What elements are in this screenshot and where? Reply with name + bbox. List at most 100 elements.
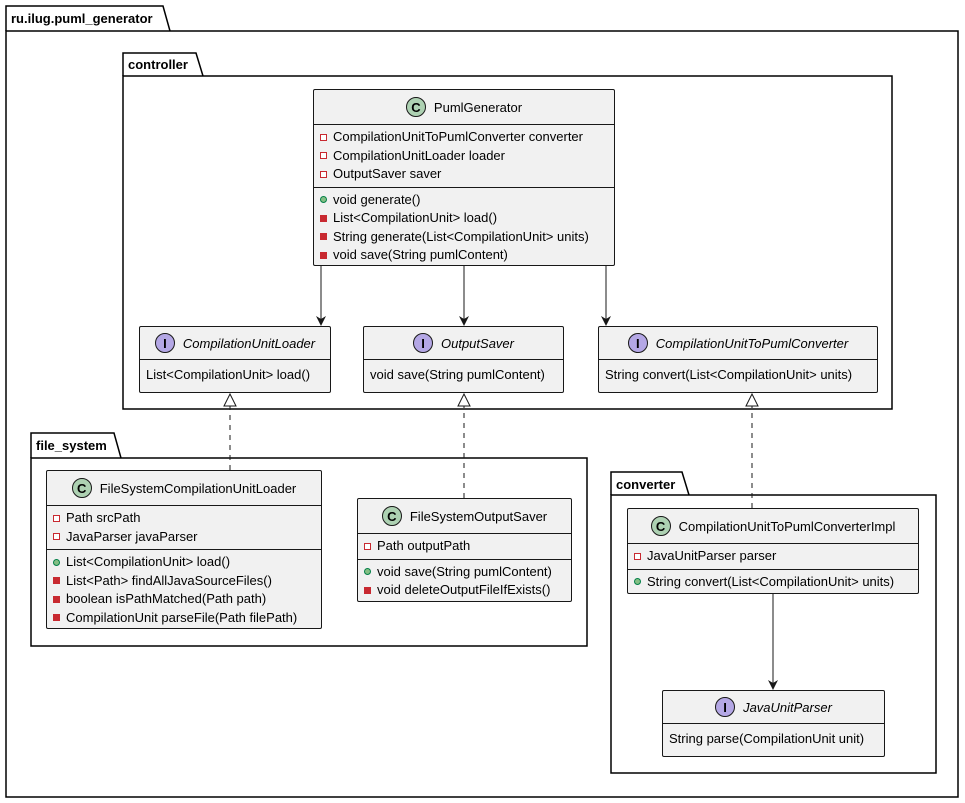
method-text: List<Path> findAllJavaSourceFiles()	[66, 572, 272, 588]
method-text: List<CompilationUnit> load()	[146, 367, 311, 382]
method-text: String convert(List<CompilationUnit> uni…	[605, 367, 853, 382]
private-field-icon	[634, 552, 641, 560]
private-field-icon	[320, 152, 327, 160]
method-row: String convert(List<CompilationUnit> uni…	[634, 573, 912, 592]
interface-output-saver[interactable]: I OutputSaver void save(String pumlConte…	[363, 326, 564, 393]
field-row: JavaParser javaParser	[53, 528, 315, 547]
interface-compilation-unit-to-puml-converter[interactable]: I CompilationUnitToPumlConverter String …	[598, 326, 878, 393]
method-row: void save(String pumlContent)	[370, 366, 557, 385]
class-badge-icon: C	[405, 97, 426, 117]
method-row: CompilationUnit parseFile(Path filePath)	[53, 609, 315, 628]
method-text: CompilationUnit parseFile(Path filePath)	[66, 609, 298, 625]
methods-section: void save(String pumlContent)	[364, 360, 563, 391]
method-row: void deleteOutputFileIfExists()	[364, 581, 565, 600]
method-text: void save(String pumlContent)	[370, 367, 545, 382]
interface-badge-icon: I	[627, 333, 648, 353]
public-method-icon	[53, 558, 60, 566]
methods-section: List<CompilationUnit> load()	[140, 360, 330, 391]
private-method-icon	[53, 614, 60, 622]
public-method-icon	[320, 196, 327, 204]
method-text: String convert(List<CompilationUnit> uni…	[647, 573, 895, 589]
field-text: OutputSaver saver	[333, 166, 442, 181]
class-file-system-compilation-unit-loader[interactable]: C FileSystemCompilationUnitLoader Path s…	[46, 470, 322, 629]
methods-section: List<CompilationUnit> load() List<Path> …	[47, 549, 321, 630]
field-text: CompilationUnitLoader loader	[333, 147, 505, 163]
interface-compilation-unit-loader[interactable]: I CompilationUnitLoader List<Compilation…	[139, 326, 331, 393]
fields-section: JavaUnitParser parser	[628, 544, 918, 569]
package-root: ru.ilug.puml_generator	[5, 5, 959, 798]
class-puml-generator[interactable]: C PumlGenerator CompilationUnitToPumlCon…	[313, 89, 615, 266]
interface-name: OutputSaver	[441, 335, 514, 351]
interface-header: I CompilationUnitToPumlConverter	[599, 327, 877, 360]
field-row: CompilationUnitLoader loader	[320, 147, 608, 166]
class-header: C CompilationUnitToPumlConverterImpl	[628, 509, 918, 544]
interface-header: I OutputSaver	[364, 327, 563, 360]
field-text: Path srcPath	[66, 510, 141, 525]
method-row: void save(String pumlContent)	[364, 563, 565, 582]
interface-name: CompilationUnitLoader	[182, 335, 316, 351]
class-header: C FileSystemCompilationUnitLoader	[47, 471, 321, 506]
private-field-icon	[320, 170, 327, 178]
field-text: Path outputPath	[377, 538, 471, 553]
public-method-icon	[364, 568, 371, 576]
methods-section: void save(String pumlContent) void delet…	[358, 558, 571, 603]
class-file-system-output-saver[interactable]: C FileSystemOutputSaver Path outputPath …	[357, 498, 572, 602]
fields-section: Path srcPath JavaParser javaParser	[47, 506, 321, 549]
private-field-icon	[320, 133, 327, 141]
package-controller-label: controller	[128, 57, 188, 72]
private-method-icon	[320, 233, 327, 241]
method-text: String generate(List<CompilationUnit> un…	[333, 228, 589, 244]
field-row: CompilationUnitToPumlConverter converter	[320, 128, 608, 147]
private-field-icon	[53, 514, 60, 522]
private-method-icon	[320, 214, 327, 222]
methods-section: String convert(List<CompilationUnit> uni…	[599, 360, 877, 391]
private-field-icon	[364, 542, 371, 550]
package-file-system-label: file_system	[36, 438, 107, 453]
method-row: void generate()	[320, 191, 608, 210]
method-row: List<CompilationUnit> load()	[320, 209, 608, 228]
interface-header: I CompilationUnitLoader	[140, 327, 330, 360]
method-text: void save(String pumlContent)	[377, 563, 552, 579]
package-converter-label: converter	[616, 477, 675, 492]
class-name: FileSystemOutputSaver	[409, 508, 548, 524]
methods-section: String convert(List<CompilationUnit> uni…	[628, 568, 918, 595]
interface-badge-icon: I	[413, 333, 433, 353]
class-compilation-unit-to-puml-converter-impl[interactable]: C CompilationUnitToPumlConverterImpl Jav…	[627, 508, 919, 594]
fields-section: Path outputPath	[358, 534, 571, 559]
private-method-icon	[364, 586, 371, 594]
field-text: JavaParser javaParser	[66, 528, 198, 544]
class-badge-icon: C	[71, 478, 92, 498]
method-row: String generate(List<CompilationUnit> un…	[320, 228, 608, 247]
method-text: void deleteOutputFileIfExists()	[377, 582, 551, 597]
public-method-icon	[634, 578, 641, 586]
private-method-icon	[53, 577, 60, 585]
method-row: String parse(CompilationUnit unit)	[669, 730, 878, 749]
private-method-icon	[53, 595, 60, 603]
method-text: boolean isPathMatched(Path path)	[66, 591, 267, 606]
field-row: Path outputPath	[364, 537, 565, 556]
class-header: C PumlGenerator	[314, 90, 614, 125]
field-text: CompilationUnitToPumlConverter converter	[333, 129, 583, 144]
interface-name: JavaUnitParser	[743, 699, 832, 715]
class-name: FileSystemCompilationUnitLoader	[99, 480, 297, 496]
private-field-icon	[53, 533, 60, 541]
interface-name: CompilationUnitToPumlConverter	[655, 335, 849, 351]
methods-section: String parse(CompilationUnit unit)	[663, 724, 884, 755]
interface-badge-icon: I	[154, 333, 175, 353]
method-text: List<CompilationUnit> load()	[66, 554, 231, 569]
interface-java-unit-parser[interactable]: I JavaUnitParser String parse(Compilatio…	[662, 690, 885, 757]
package-file-system: file_system	[30, 432, 588, 647]
method-row: List<CompilationUnit> load()	[53, 553, 315, 572]
method-text: String parse(CompilationUnit unit)	[669, 731, 865, 746]
method-row: String convert(List<CompilationUnit> uni…	[605, 366, 871, 385]
method-row: List<Path> findAllJavaSourceFiles()	[53, 572, 315, 591]
package-controller: controller	[122, 52, 893, 410]
field-row: OutputSaver saver	[320, 165, 608, 184]
methods-section: void generate() List<CompilationUnit> lo…	[314, 186, 614, 268]
interface-header: I JavaUnitParser	[663, 691, 884, 724]
method-text: void save(String pumlContent)	[333, 247, 508, 262]
class-header: C FileSystemOutputSaver	[358, 499, 571, 534]
class-name: PumlGenerator	[433, 99, 523, 115]
method-text: List<CompilationUnit> load()	[333, 210, 498, 225]
